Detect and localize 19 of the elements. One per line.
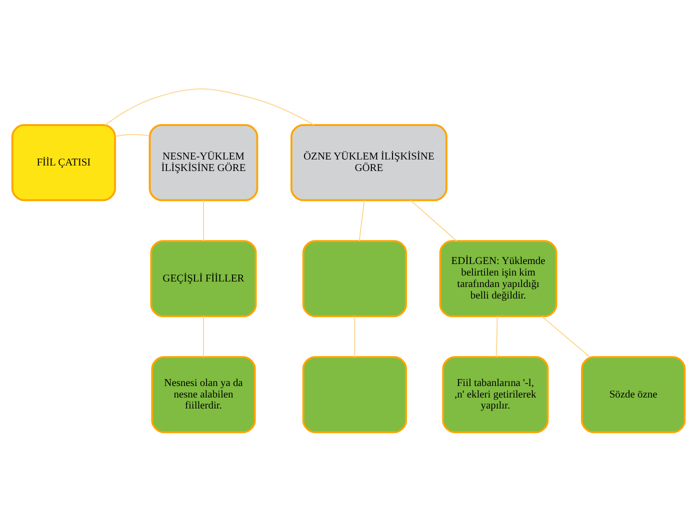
- node-box: [302, 356, 407, 433]
- connector: [541, 315, 590, 357]
- node-box: ÖZNE YÜKLEM İLİŞKİSİNE GÖRE: [290, 124, 448, 201]
- node-box: Sözde özne: [581, 356, 686, 433]
- node-box: Fiil tabanlarına '-l, ,n' ekleri getirilerek yapılır.: [442, 356, 549, 433]
- connector: [203, 315, 204, 357]
- node-box: FİİL ÇATISI: [11, 124, 116, 201]
- node-box: Nesnesi olan ya da nesne alabilen fiillerdir.: [151, 356, 256, 433]
- connector: [104, 88, 315, 125]
- node-box: GEÇİŞLİ FİİLLER: [150, 240, 257, 317]
- connector: [114, 133, 150, 136]
- node-box: EDİLGEN: Yüklemde belirtilen işin kim tarafından yapıldığı belli değildir.: [439, 240, 558, 317]
- connector: [410, 199, 458, 241]
- connector: [203, 199, 204, 241]
- node-box: NESNE-YÜKLEM İLİŞKİSİNE GÖRE: [148, 124, 258, 201]
- connector: [358, 199, 365, 241]
- connector: [496, 315, 498, 357]
- node-box: [302, 240, 407, 317]
- connector: [354, 315, 356, 357]
